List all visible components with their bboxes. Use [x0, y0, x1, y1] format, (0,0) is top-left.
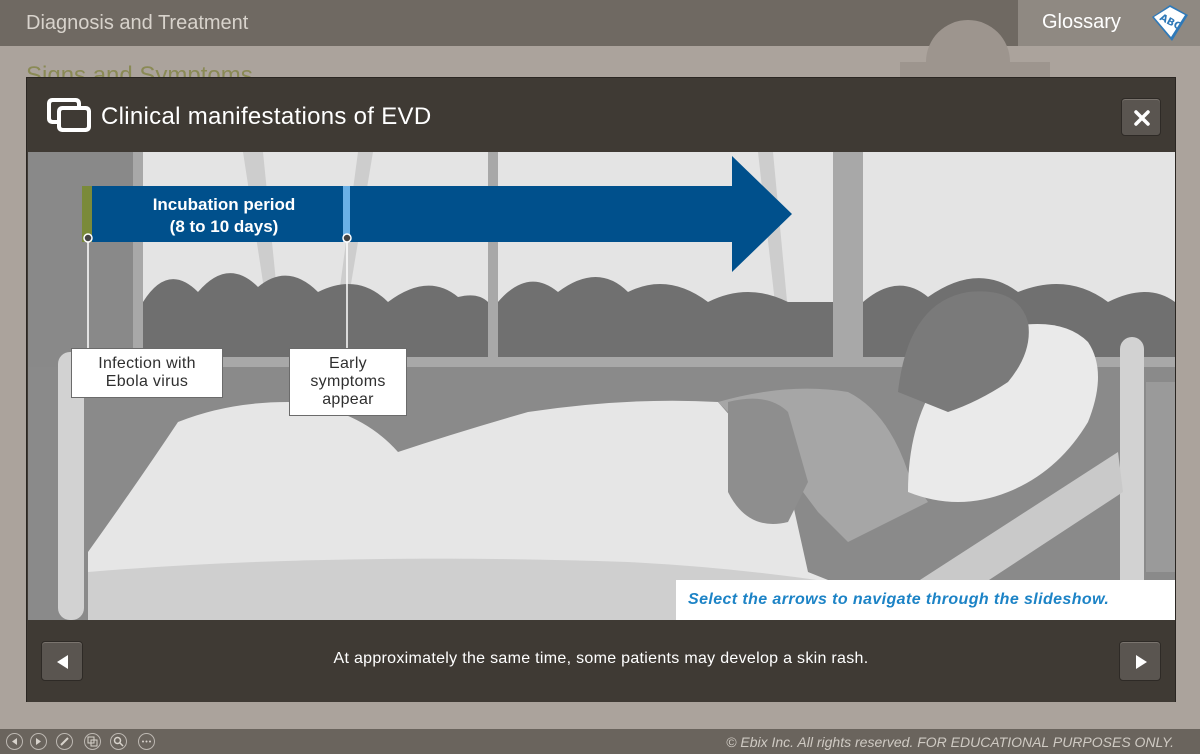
close-button[interactable] — [1121, 98, 1161, 136]
incubation-line-2: (8 to 10 days) — [169, 217, 279, 236]
hospital-scene-illustration — [28, 152, 1175, 620]
incubation-period-label: Incubation period (8 to 10 days) — [124, 194, 324, 238]
incubation-line-1: Incubation period — [152, 195, 296, 214]
timeline-leaders — [83, 233, 352, 348]
rewind-button[interactable] — [6, 733, 23, 750]
copy-icon — [87, 736, 98, 747]
timeline-arrow — [82, 156, 792, 272]
close-icon — [1134, 110, 1150, 126]
play-icon — [36, 738, 41, 745]
zoom-button[interactable] — [110, 733, 127, 750]
pen-icon — [60, 737, 69, 746]
slideshow-modal: Clinical manifestations of EVD — [26, 77, 1176, 702]
triangle-right-icon — [1136, 655, 1147, 669]
slide-caption: At approximately the same time, some pat… — [333, 650, 869, 667]
more-button[interactable] — [138, 733, 155, 750]
play-button[interactable] — [30, 733, 47, 750]
infection-callout: Infection with Ebola virus — [71, 348, 223, 398]
incubation-arrow-shape — [82, 156, 792, 272]
pen-button[interactable] — [56, 733, 73, 750]
zoom-icon — [113, 736, 124, 747]
modal-header: Clinical manifestations of EVD — [27, 78, 1175, 152]
app-title: Diagnosis and Treatment — [26, 12, 249, 34]
slides-icon — [47, 98, 91, 132]
early-line-3: appear — [322, 391, 374, 408]
infection-line-1: Infection with — [98, 355, 196, 372]
early-line-2: symptoms — [310, 373, 386, 390]
bottom-bar: © Ebix Inc. All rights reserved. FOR EDU… — [0, 729, 1200, 754]
infection-line-2: Ebola virus — [105, 373, 189, 390]
early-line-1: Early — [329, 355, 367, 372]
top-bar: Diagnosis and Treatment Glossary ABC — [0, 0, 1200, 46]
copy-button[interactable] — [84, 733, 101, 750]
symptom-marker — [343, 186, 350, 242]
more-icon — [142, 740, 151, 743]
modal-footer: At approximately the same time, some pat… — [27, 620, 1175, 702]
glossary-button[interactable]: Glossary ABC — [1018, 0, 1200, 46]
infection-marker — [82, 186, 92, 242]
glossary-label: Glossary — [1042, 11, 1121, 33]
rewind-icon — [12, 738, 17, 745]
navigation-hint: Select the arrows to navigate through th… — [676, 580, 1175, 620]
slide-image: Incubation period (8 to 10 days) Infecti… — [28, 152, 1175, 620]
copyright-notice: © Ebix Inc. All rights reserved. FOR EDU… — [726, 734, 1174, 750]
early-symptoms-callout: Early symptoms appear — [289, 348, 407, 416]
glossary-book-icon: ABC — [1152, 5, 1188, 41]
modal-title: Clinical manifestations of EVD — [101, 103, 432, 130]
previous-slide-button[interactable] — [41, 641, 83, 681]
next-slide-button[interactable] — [1119, 641, 1161, 681]
navigation-hint-text: Select the arrows to navigate through th… — [688, 591, 1110, 608]
triangle-left-icon — [57, 655, 68, 669]
